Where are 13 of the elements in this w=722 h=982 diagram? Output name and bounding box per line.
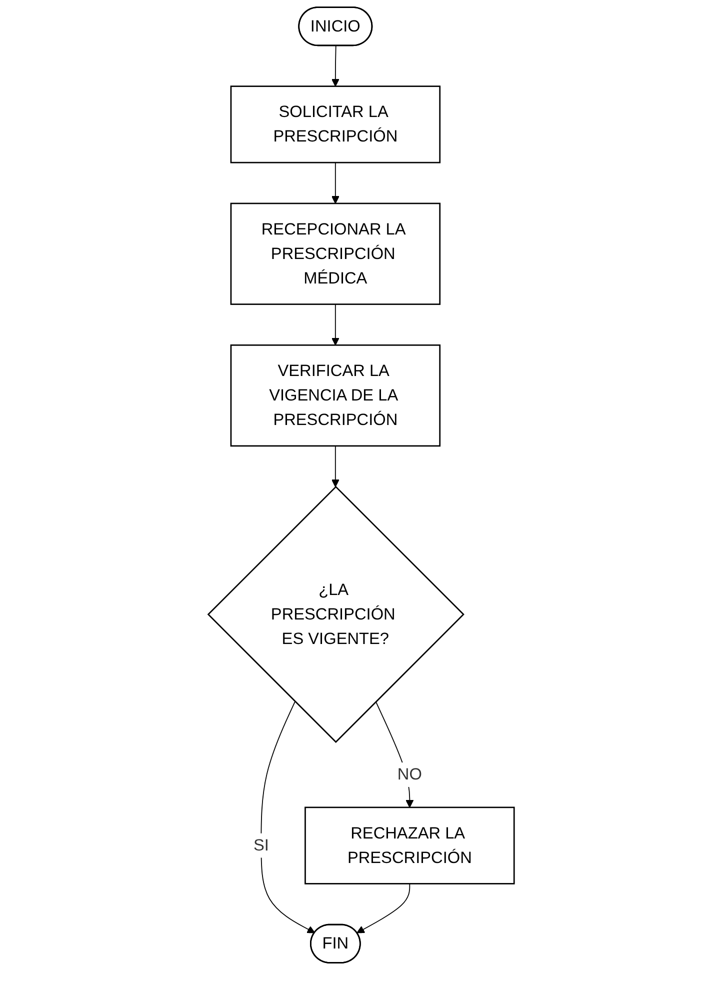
node-diamond: ¿LA PRESCRIPCIÓN ES VIGENTE? xyxy=(207,486,464,743)
edge-label: SI xyxy=(253,836,269,854)
arrow xyxy=(260,701,315,934)
node-box: RECHAZAR LA PRESCRIPCIÓN xyxy=(304,806,515,884)
arrow xyxy=(331,162,340,204)
arrow xyxy=(331,304,340,346)
arrow xyxy=(331,445,340,488)
arrow xyxy=(331,45,340,87)
edge-label: NO xyxy=(397,765,422,784)
node-box: RECEPCIONAR LA PRESCRIPCIÓN MÉDICA xyxy=(230,202,440,305)
node-box: VERIFICAR LA VIGENCIA DE LA PRESCRIPCIÓN xyxy=(230,344,440,447)
arrow xyxy=(356,883,410,934)
node-box: SOLICITAR LA PRESCRIPCIÓN xyxy=(230,86,440,164)
